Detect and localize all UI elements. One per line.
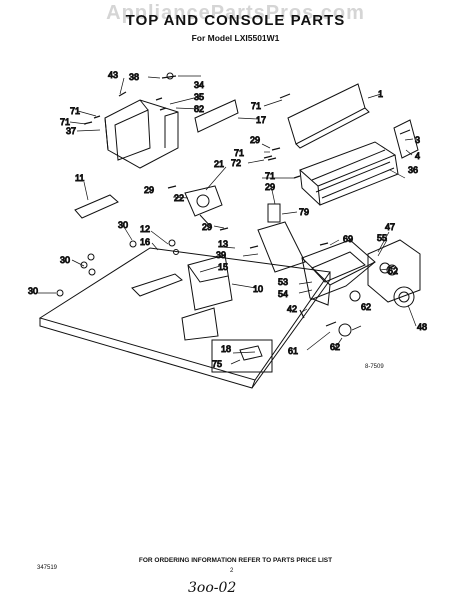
callout-3: 3	[415, 135, 420, 145]
part-10-dispenser	[181, 254, 233, 341]
callout-62a: 62	[361, 302, 371, 312]
diagram-code: 8-7509	[365, 364, 384, 370]
callout-29d: 29	[202, 222, 212, 232]
callout-17: 17	[256, 115, 266, 125]
part-79-switch	[267, 203, 281, 223]
callout-54: 54	[278, 289, 288, 299]
screws	[83, 75, 395, 327]
top-panel	[38, 247, 331, 389]
callout-10: 10	[253, 284, 263, 294]
callout-48: 48	[417, 322, 427, 332]
callout-62b: 62	[330, 342, 340, 352]
callout-55: 55	[377, 233, 387, 243]
callout-18: 18	[221, 344, 231, 354]
callout-75: 75	[212, 359, 222, 369]
callout-72: 72	[231, 158, 241, 168]
part-3-end-cap	[393, 119, 419, 159]
part-22-timer-assembly	[184, 185, 223, 229]
callout-69: 69	[343, 234, 353, 244]
leader-lines	[38, 75, 417, 365]
callout-29b: 29	[144, 185, 154, 195]
part-11-panel	[74, 194, 119, 219]
callout-53: 53	[278, 277, 288, 287]
footer-code: 347519	[37, 565, 58, 571]
callout-30c: 30	[28, 286, 38, 296]
part-18-75-box	[211, 339, 273, 373]
callout-29a: 29	[250, 135, 260, 145]
part-55-knob-group	[367, 239, 421, 303]
handwritten-note: 3oo-02	[188, 580, 237, 596]
watermark: AppliancePartsPros.com	[106, 2, 365, 24]
part-48-knob	[393, 286, 415, 308]
part-37-end-bracket	[104, 99, 179, 169]
part-62-knob	[338, 264, 398, 337]
callout-34: 34	[194, 80, 204, 90]
page-number: 2	[230, 568, 234, 574]
callout-1: 1	[378, 89, 383, 99]
part-53-window-frame	[301, 239, 376, 306]
part-1-back-panel	[287, 83, 370, 149]
callout-38: 38	[129, 72, 139, 82]
part-36-console-housing	[299, 141, 399, 206]
callout-79: 79	[299, 207, 309, 217]
callout-43: 43	[108, 70, 118, 80]
callout-42: 42	[287, 304, 297, 314]
callout-13: 13	[218, 239, 228, 249]
callout-12: 12	[140, 224, 150, 234]
callout-30b: 30	[60, 255, 70, 265]
callout-39: 39	[216, 250, 226, 260]
part-17-cover	[194, 99, 239, 133]
callout-82: 82	[194, 104, 204, 114]
callout-4: 4	[415, 151, 420, 161]
callout-21: 21	[214, 159, 224, 169]
ordering-note: FOR ORDERING INFORMATION REFER TO PARTS …	[138, 557, 333, 564]
callout-36: 36	[408, 165, 418, 175]
callout-37: 37	[66, 126, 76, 136]
callout-62c: 62	[388, 266, 398, 276]
page-title: TOP AND CONSOLE PARTS	[125, 12, 346, 29]
callout-15: 15	[218, 262, 228, 272]
screw-heads	[56, 72, 179, 297]
callout-71b: 71	[60, 117, 70, 127]
part-39-bracket	[257, 221, 306, 273]
callout-71d: 71	[234, 148, 244, 158]
callout-71a: 71	[70, 106, 80, 116]
model-subtitle: For Model LXI5501W1	[191, 33, 280, 43]
callout-61: 61	[288, 346, 298, 356]
callout-71e: 71	[265, 171, 275, 181]
callout-47: 47	[385, 222, 395, 232]
callout-71c: 71	[251, 101, 261, 111]
callout-35: 35	[194, 92, 204, 102]
callout-22: 22	[174, 193, 184, 203]
callout-30a: 30	[118, 220, 128, 230]
callout-16: 16	[140, 237, 150, 247]
callout-29c: 29	[265, 182, 275, 192]
callout-11: 11	[75, 173, 84, 183]
